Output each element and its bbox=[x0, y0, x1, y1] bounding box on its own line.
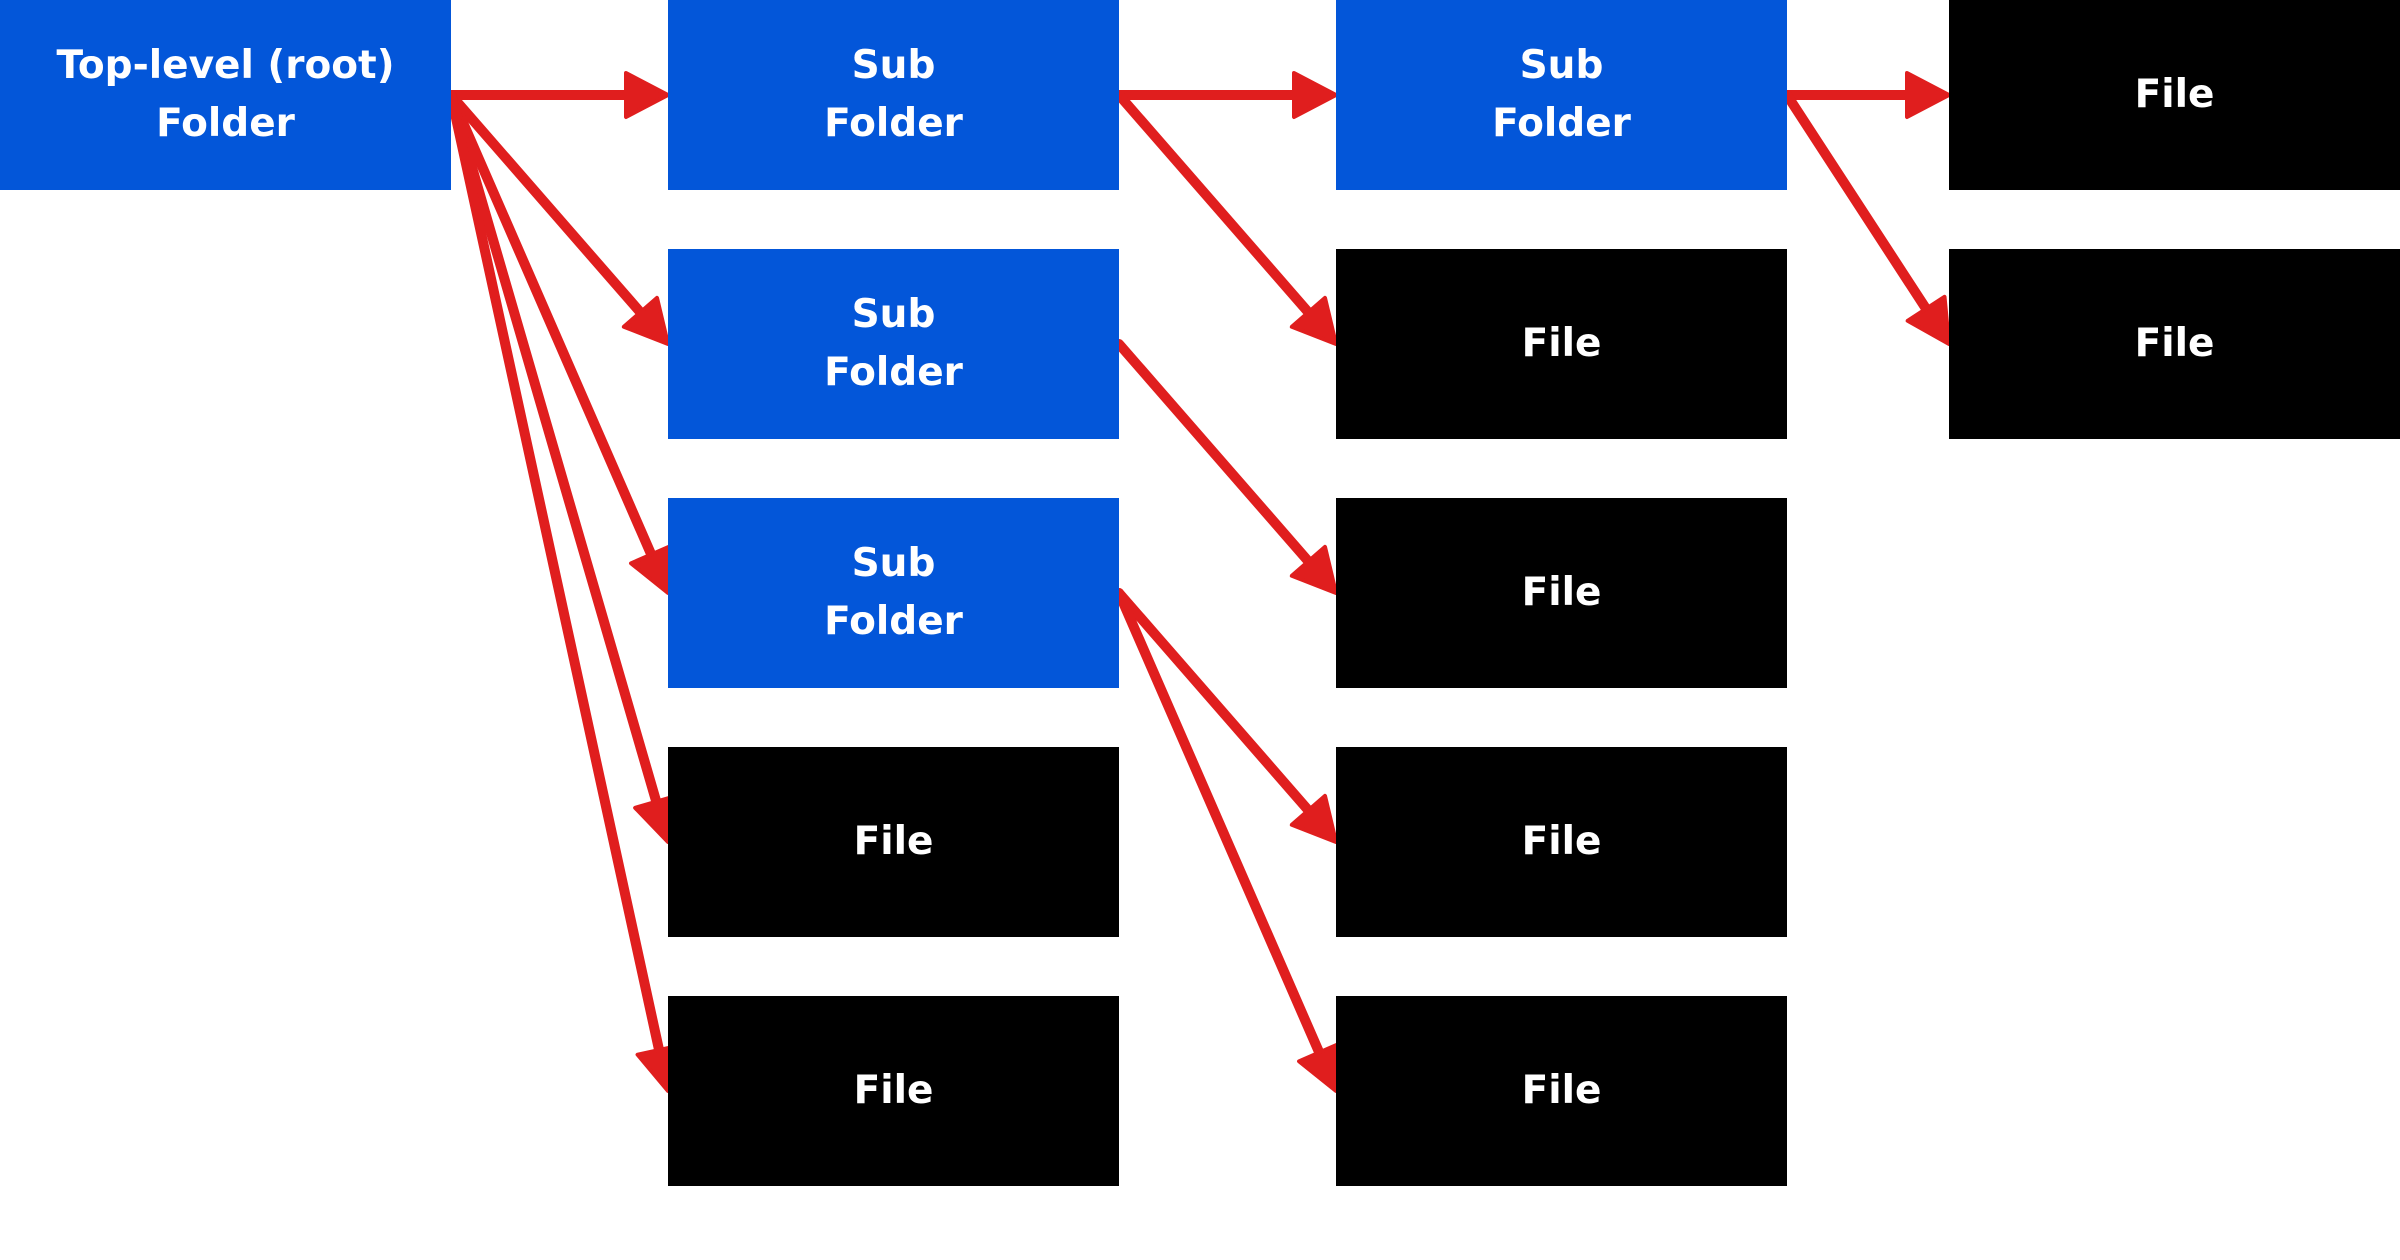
arrowhead-icon bbox=[621, 295, 670, 346]
connector-line bbox=[1782, 90, 1934, 318]
arrowhead-icon bbox=[1297, 1041, 1342, 1093]
sub-folder-node: Sub Folder bbox=[668, 249, 1119, 439]
node-label: File bbox=[1521, 819, 1602, 864]
node-label: Sub Folder bbox=[1492, 43, 1631, 146]
connector-line bbox=[1114, 90, 1317, 321]
connector-line bbox=[1114, 588, 1317, 819]
arrowhead-icon bbox=[624, 71, 670, 119]
node-label: File bbox=[1521, 1068, 1602, 1113]
node-label: Sub Folder bbox=[824, 43, 963, 146]
connector-line bbox=[446, 90, 663, 811]
node-label: Top-level (root) Folder bbox=[56, 43, 395, 146]
arrowhead-icon bbox=[1292, 71, 1338, 119]
arrowhead-icon bbox=[1905, 71, 1951, 119]
node-label: File bbox=[853, 1068, 934, 1113]
connector-line bbox=[1114, 588, 1326, 1062]
root-folder-node: Top-level (root) Folder bbox=[0, 0, 451, 190]
file-node: File bbox=[1949, 249, 2400, 439]
connector-line bbox=[1114, 339, 1317, 570]
arrowhead-icon bbox=[1289, 793, 1338, 844]
node-label: Sub Folder bbox=[824, 292, 963, 395]
node-label: Sub Folder bbox=[824, 541, 963, 644]
connector-line bbox=[446, 90, 665, 1059]
arrowhead-icon bbox=[1289, 544, 1338, 595]
file-node: File bbox=[1336, 747, 1787, 937]
sub-folder-node: Sub Folder bbox=[1336, 0, 1787, 190]
arrowhead-icon bbox=[629, 543, 674, 595]
node-label: File bbox=[853, 819, 934, 864]
file-node: File bbox=[1949, 0, 2400, 190]
file-node: File bbox=[668, 996, 1119, 1186]
node-label: File bbox=[1521, 570, 1602, 615]
node-label: File bbox=[2134, 321, 2215, 366]
connector-line bbox=[446, 90, 649, 321]
file-node: File bbox=[1336, 498, 1787, 688]
file-node: File bbox=[1336, 249, 1787, 439]
connector-line bbox=[446, 90, 658, 564]
sub-folder-node: Sub Folder bbox=[668, 498, 1119, 688]
arrowhead-icon bbox=[1905, 294, 1951, 346]
sub-folder-node: Sub Folder bbox=[668, 0, 1119, 190]
file-node: File bbox=[1336, 996, 1787, 1186]
node-label: File bbox=[2134, 72, 2215, 117]
file-node: File bbox=[668, 747, 1119, 937]
arrowhead-icon bbox=[1289, 295, 1338, 346]
node-label: File bbox=[1521, 321, 1602, 366]
